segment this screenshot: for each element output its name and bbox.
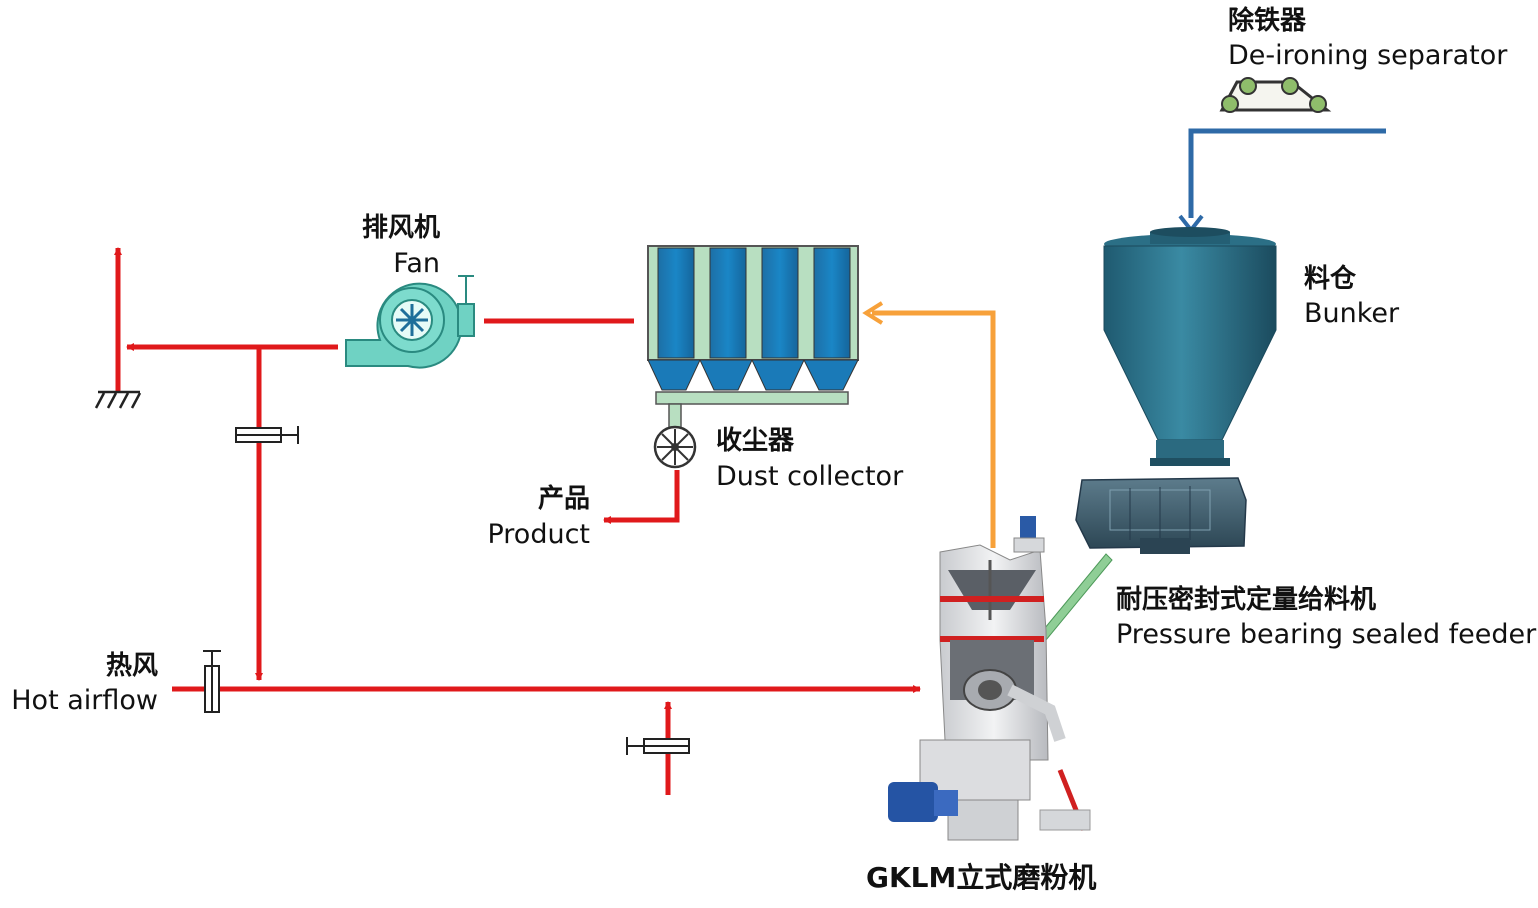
bunker-label-en: Bunker — [1304, 298, 1400, 329]
valve-icon — [626, 737, 690, 755]
hot-airflow-label-en: Hot airflow — [11, 685, 158, 716]
dust-collector-icon — [647, 245, 859, 469]
powder-line — [862, 301, 996, 548]
valve-icon — [235, 426, 299, 444]
valve-icon — [203, 650, 221, 713]
vertical-mill-icon — [888, 516, 1091, 841]
material-line — [1178, 128, 1386, 234]
dust-collector-label-zh: 收尘器 — [716, 426, 795, 456]
feeder-label-en: Pressure bearing sealed feeder — [1116, 619, 1537, 650]
product-label-en: Product — [487, 519, 590, 550]
deironing-label-zh: 除铁器 — [1228, 6, 1307, 36]
fan-icon — [345, 275, 475, 369]
ground-icon — [94, 390, 142, 409]
deironing-label-en: De-ironing separator — [1228, 40, 1508, 71]
fan-label-en: Fan — [393, 248, 440, 279]
bunker-icon — [1103, 227, 1277, 466]
bunker-label-zh: 料仓 — [1304, 264, 1357, 294]
hot-airflow-label-zh: 热风 — [105, 651, 158, 681]
product-label-zh: 产品 — [537, 484, 590, 514]
fan-label-zh: 排风机 — [361, 213, 440, 243]
dust-collector-label-en: Dust collector — [716, 461, 904, 492]
deironing-separator-icon — [1219, 77, 1332, 113]
mill-label: GKLM立式磨粉机 — [866, 861, 1097, 894]
feeder-label-zh: 耐压密封式定量给料机 — [1116, 585, 1377, 615]
feed-chute — [1039, 553, 1113, 641]
product-outlet-line — [603, 470, 680, 524]
feeder-icon — [1075, 477, 1247, 554]
